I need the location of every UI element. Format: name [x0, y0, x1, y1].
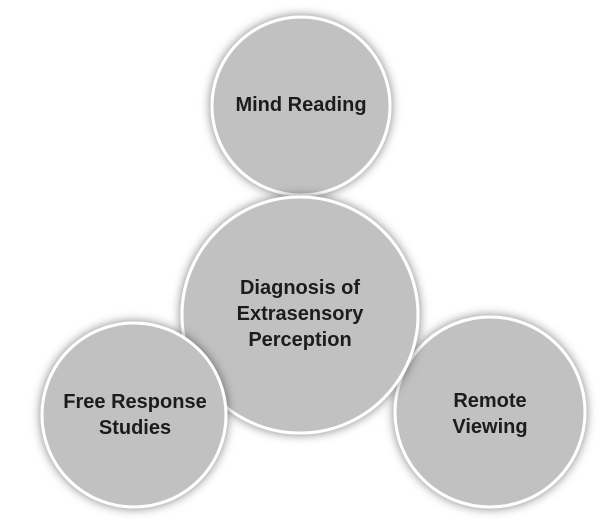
diagnosis-center-circle — [180, 195, 420, 435]
mind-reading-circle — [210, 15, 392, 197]
diagnosis-center-label: Diagnosis of Extrasensory Perception — [236, 277, 364, 351]
free-response-label: Free Response Studies — [63, 391, 207, 439]
free-response-circle — [40, 321, 228, 509]
remote-viewing-label: Remote Viewing — [452, 390, 528, 438]
mind-reading-label: Mind Reading — [235, 94, 367, 116]
remote-viewing-circle — [393, 315, 587, 509]
